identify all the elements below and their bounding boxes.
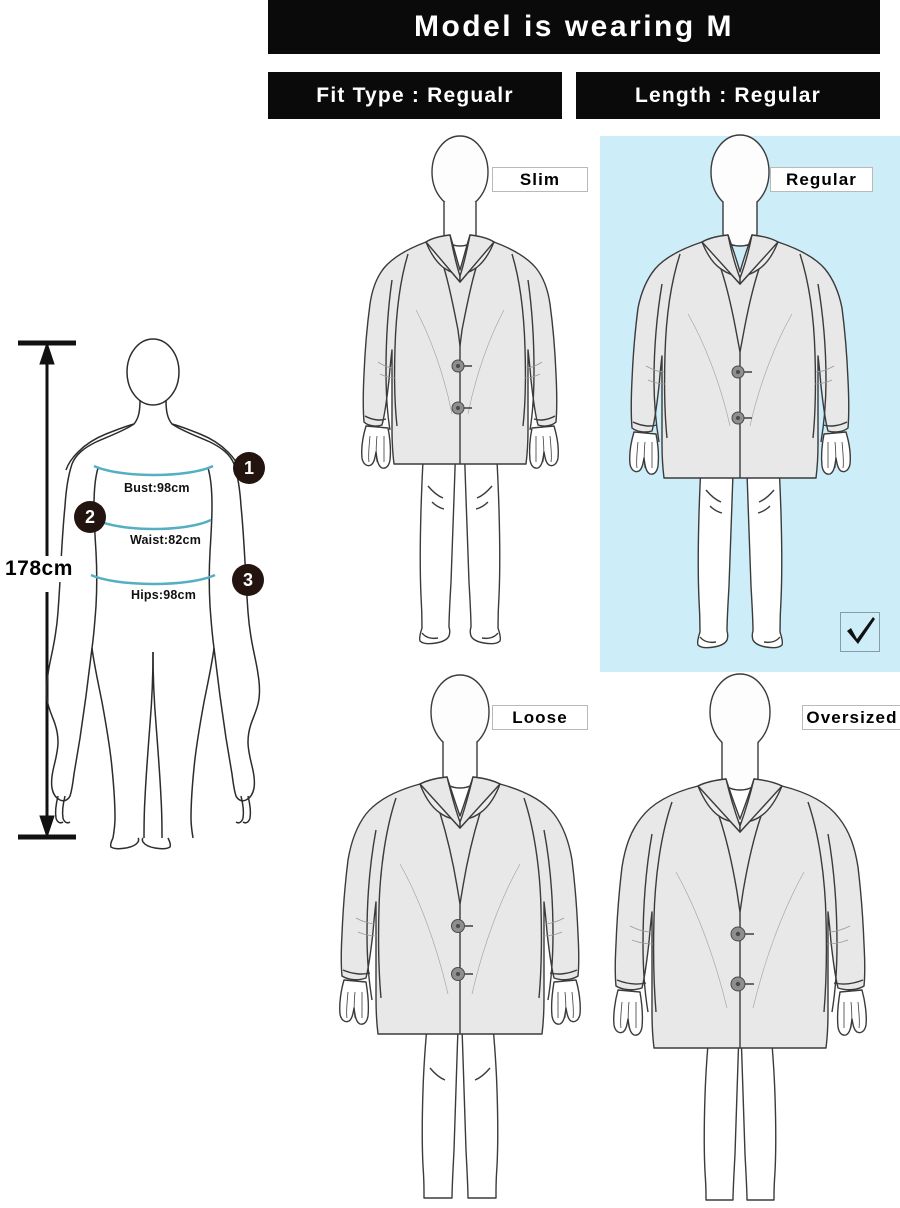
fit-label-loose[interactable]: Loose	[492, 705, 588, 730]
measurement-bands	[90, 464, 216, 586]
waist-band	[95, 518, 212, 531]
fit-type-banner: Fit Type : Regualr	[268, 72, 562, 119]
jacket-button	[731, 365, 752, 425]
measurement-badge-2: 2	[74, 501, 106, 533]
bust-measurement-label: Bust:98cm	[124, 481, 190, 495]
fit-figure-oversized[interactable]	[600, 668, 880, 1208]
height-arrow-icon	[18, 340, 76, 840]
fit-figure-regular[interactable]	[600, 130, 880, 670]
fit-label-slim[interactable]: Slim	[492, 167, 588, 192]
fit-figure-slim[interactable]	[320, 130, 600, 670]
jacket-button	[451, 919, 473, 981]
model-height-label: 178cm	[3, 556, 75, 582]
waist-measurement-label: Waist:82cm	[130, 533, 202, 547]
check-icon	[847, 617, 875, 644]
measurement-badge-1: 1	[233, 452, 265, 484]
hips-measurement-label: Hips:98cm	[131, 588, 197, 602]
body-outline	[45, 338, 261, 850]
length-banner: Length : Regular	[576, 72, 880, 119]
page-title: Model is wearing M	[268, 0, 880, 54]
measurement-badge-3: 3	[232, 564, 264, 596]
hips-band	[90, 573, 216, 586]
fit-figure-loose[interactable]	[320, 668, 600, 1208]
jacket-button	[451, 359, 472, 415]
model-body-diagram	[10, 330, 280, 850]
jacket-button	[730, 926, 754, 992]
fit-label-oversized[interactable]: Oversized	[802, 705, 900, 730]
selected-fit-checkbox[interactable]	[840, 612, 880, 652]
fit-label-regular[interactable]: Regular	[770, 167, 873, 192]
bust-band	[93, 464, 214, 477]
